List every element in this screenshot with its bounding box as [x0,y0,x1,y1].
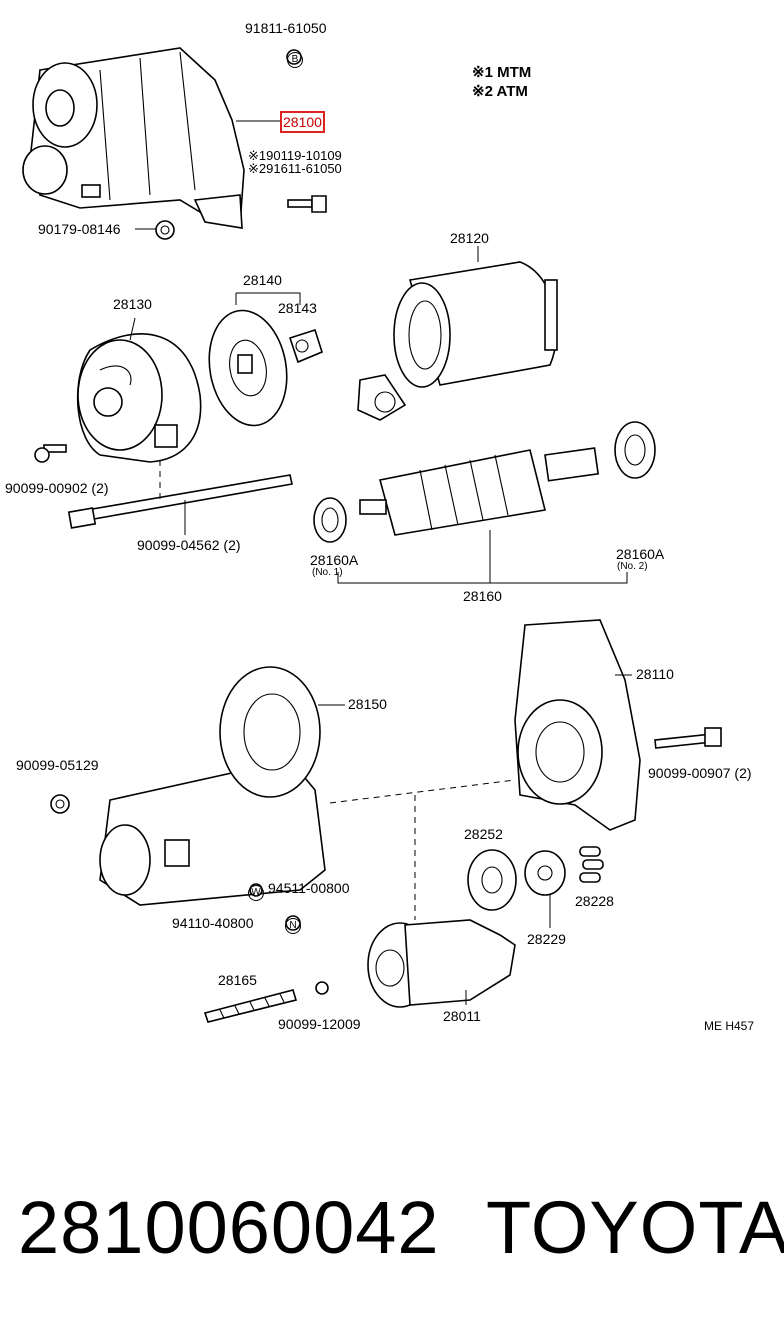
label-28160a-no1-sub: (No. 1) [312,567,343,578]
label-28252: 28252 [464,826,503,842]
legend-line-atm: ※2 ATM [472,83,528,100]
label-28140: 28140 [243,272,282,288]
label-28130: 28130 [113,296,152,312]
label-90099-00902: 90099-00902 (2) [5,480,109,496]
drive-housing-28110-drawing [514,619,641,831]
bolt-91611-drawing [287,195,327,213]
label-28160: 28160 [463,588,502,604]
label-90119-10109: ※190119-10109 [248,148,342,163]
end-frame-28130-drawing [76,333,202,463]
label-90099-12009: 90099-12009 [278,1016,361,1032]
legend-line-mtm: ※1 MTM [472,64,532,81]
parts-diagram: 91811-61050 B ※1 MTM ※2 ATM 28100 ※19011… [5,20,755,1033]
label-90179-08146: 90179-08146 [38,221,121,237]
label-28100-highlighted[interactable]: 28100 [280,111,325,133]
label-91611-61050: ※291611-61050 [248,161,342,176]
armature-28160-drawing [359,447,600,536]
ball-90099-12009-drawing [315,981,329,995]
spring-28165-drawing [203,989,298,1023]
label-94110-40800: 94110-40800 [172,915,254,931]
label-28229: 28229 [527,931,566,947]
label-28150: 28150 [348,696,387,712]
label-28143: 28143 [278,300,317,316]
label-90099-00907: 90099-00907 (2) [648,765,752,781]
diagram-code: ME H457 [704,1019,755,1033]
label-28165: 28165 [218,972,257,988]
through-bolt-90099-04562-drawing [67,460,293,535]
clutch-28011-drawing [367,919,516,1008]
label-90099-05129: 90099-05129 [16,757,99,773]
label-w-badge: W [248,882,264,901]
retainer-28229-drawing [524,850,566,928]
label-n-badge: N [285,915,301,934]
label-28160a-no2: 28160A [616,546,665,562]
idler-gear-28252-drawing [467,849,517,911]
brand-heading: TOYOTA [486,1186,784,1269]
label-28160a-no1: 28160A [310,552,359,568]
part-number-heading: 2810060042 [18,1186,440,1269]
magnetic-switch-28120-drawing [357,246,558,421]
label-28110: 28110 [636,666,674,682]
label-28120: 28120 [450,230,489,246]
bearing-28160a-no1-drawing [313,497,347,543]
label-b-badge: B [287,49,303,68]
label-91811-61050: 91811-61050 [245,20,327,36]
nut-90179-drawing [135,220,175,240]
brush-spring-28143-drawing [288,328,323,364]
label-90099-04562: 90099-04562 (2) [137,537,241,553]
brush-holder-28140-drawing [208,292,301,427]
screw-90099-00902-drawing [34,444,67,463]
starter-housing-28150-drawing [99,666,345,906]
bolt-90099-00907-drawing [654,727,722,749]
starter-assembly-drawing [22,47,245,229]
label-28160a-no2-sub: (No. 2) [617,561,648,572]
exploded-view-drawing [22,47,722,1023]
bearing-28160a-no2-drawing [614,421,656,479]
rollers-28228-drawing [579,846,604,883]
label-94511-00800: 94511-00800 [268,880,350,896]
nut-90099-05129-drawing [50,794,70,814]
label-28228: 28228 [575,893,614,909]
label-28011: 28011 [443,1008,481,1024]
